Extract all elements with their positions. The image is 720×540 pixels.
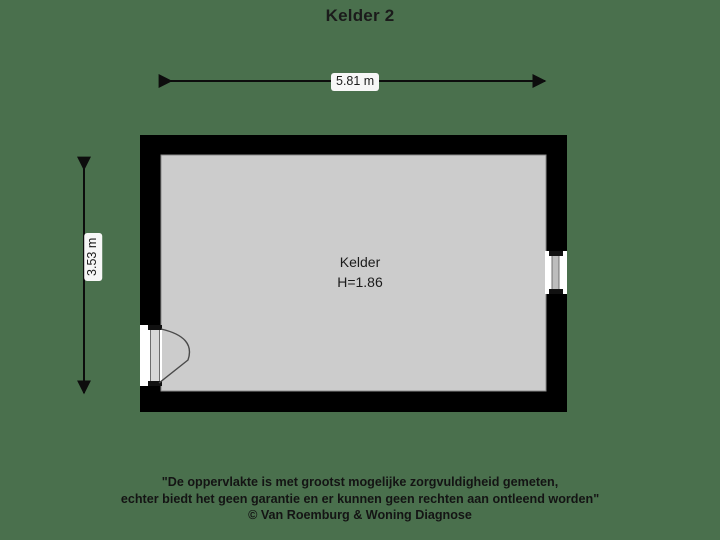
door-hinge-bottom	[148, 381, 162, 386]
door-left-wall	[140, 325, 191, 386]
page-title: Kelder 2	[325, 6, 395, 25]
width-dimension-label: 5.81 m	[331, 73, 380, 91]
door-leaf	[150, 326, 160, 385]
footer-line-1: "De oppervlakte is met grootst mogelijke…	[161, 475, 559, 489]
room-name: Kelder	[339, 254, 381, 270]
window-glass	[551, 253, 560, 292]
room-label: Kelder H=1.86	[254, 252, 466, 292]
room-floor	[160, 154, 547, 392]
footer-copyright: © Van Roemburg & Woning Diagnose	[248, 508, 472, 522]
footer-disclaimer: "De oppervlakte is met grootst mogelijke…	[0, 474, 720, 524]
window-jamb-bottom	[549, 289, 563, 294]
door-hinge-top	[148, 325, 162, 330]
room-height-label: H=1.86	[337, 274, 383, 290]
height-dimension-label: 3.53 m	[84, 232, 102, 281]
footer-line-2: echter biedt het geen garantie en er kun…	[120, 491, 600, 506]
door-swing-arc	[158, 328, 191, 384]
window-jamb-top	[549, 251, 563, 256]
room-walls	[140, 135, 567, 412]
window-right-wall	[545, 251, 567, 294]
